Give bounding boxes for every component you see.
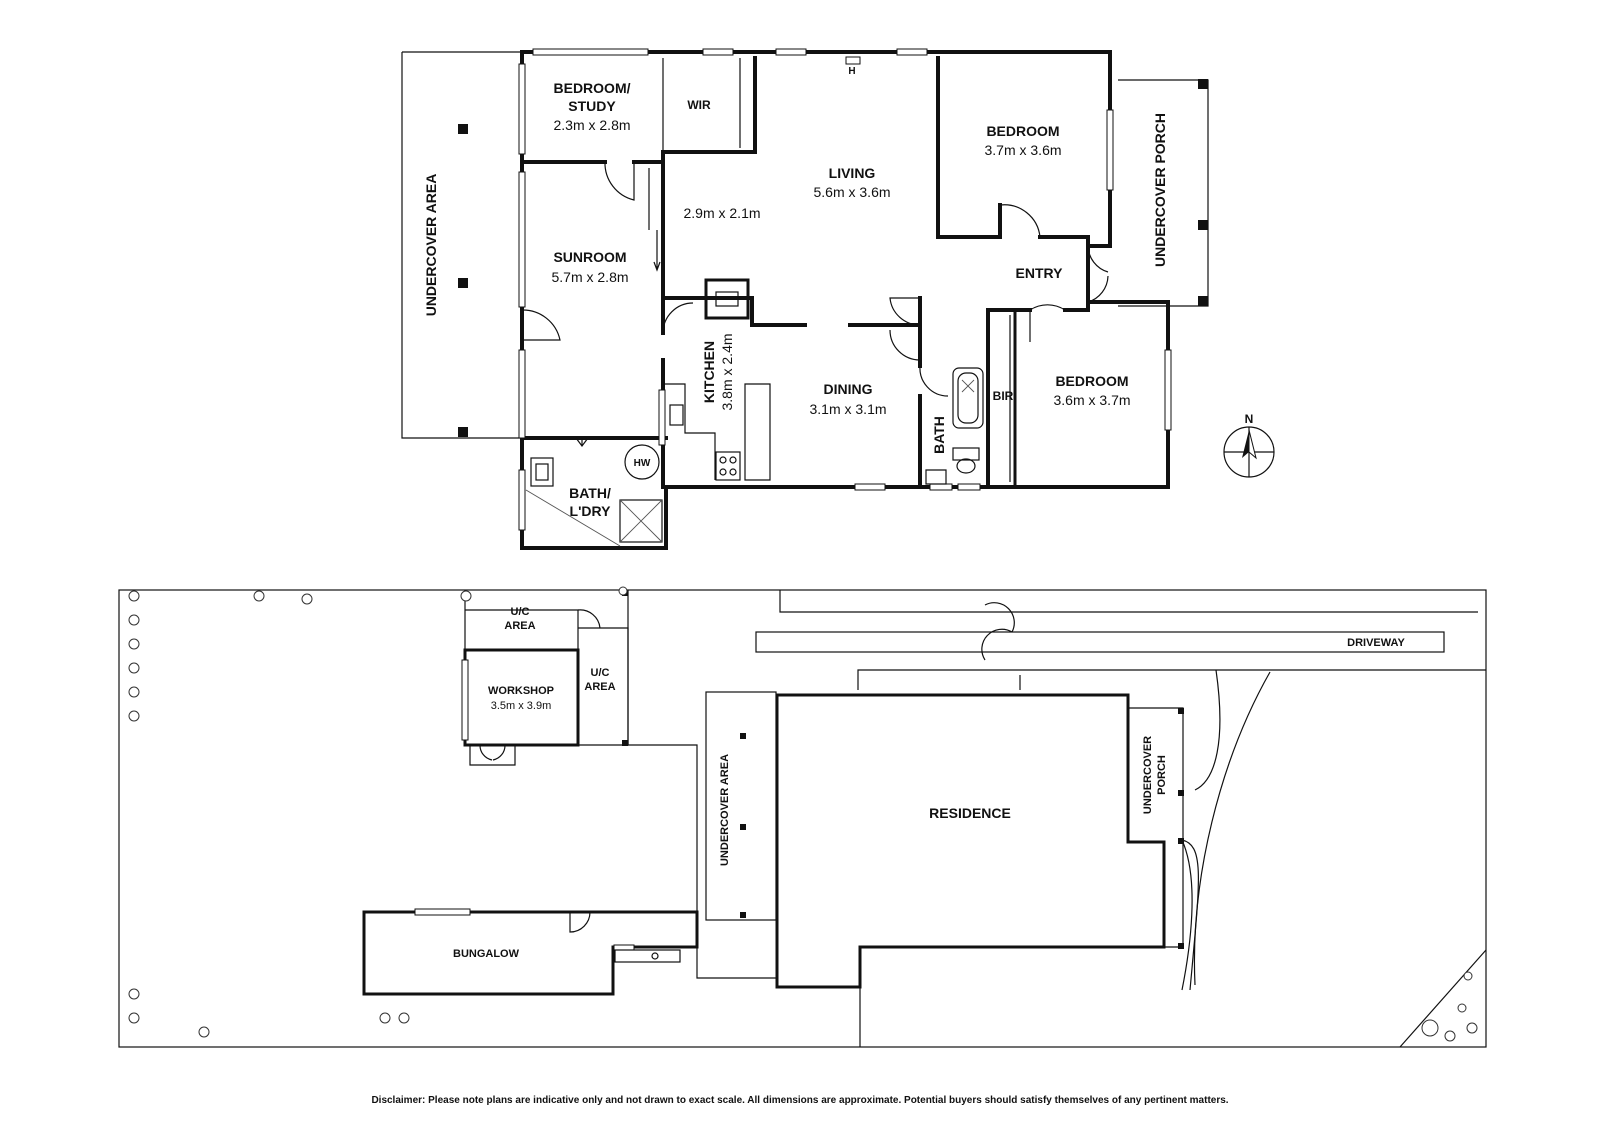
workshop-label: WORKSHOP — [488, 685, 554, 697]
dining-label: DINING — [824, 381, 873, 397]
bath-laundry-label: BATH/ — [569, 485, 611, 501]
bedroom-1-label: BEDROOM — [986, 123, 1059, 139]
sunroom-label: SUNROOM — [553, 249, 626, 265]
uc-area-top-label: U/C — [511, 606, 530, 618]
h-marker-label: H — [848, 66, 855, 77]
bir-label: BIR — [993, 389, 1014, 403]
site-porch-label-2: PORCH — [1156, 755, 1168, 795]
bedroom-2-dims: 3.6m x 3.7m — [1053, 392, 1130, 408]
uc-area-top-label-2: AREA — [504, 620, 535, 632]
site-trees — [128, 586, 1487, 1048]
site-plan — [118, 586, 1487, 1048]
wir-label: WIR — [687, 98, 711, 112]
living-dims: 5.6m x 3.6m — [813, 184, 890, 200]
bedroom-1-dims: 3.7m x 3.6m — [984, 142, 1061, 158]
undercover-area-label: UNDERCOVER AREA — [423, 174, 439, 317]
site-porch-label: UNDERCOVER — [1142, 736, 1154, 814]
workshop-dims: 3.5m x 3.9m — [491, 700, 552, 712]
residence-label: RESIDENCE — [929, 805, 1011, 821]
sunroom-dims: 5.7m x 2.8m — [551, 269, 628, 285]
bath-laundry-label-2: L'DRY — [570, 503, 612, 519]
house-floor-plan — [401, 48, 1275, 550]
site-undercover-area-label: UNDERCOVER AREA — [719, 754, 731, 866]
bedroom-study-dims: 2.3m x 2.8m — [553, 117, 630, 133]
bedroom-study-label: BEDROOM/ — [554, 80, 631, 96]
bedroom-study-label-2: STUDY — [568, 98, 616, 114]
room-labels: UNDERCOVER AREA BEDROOM/ STUDY 2.3m x 2.… — [423, 66, 1405, 960]
passage-dims: 2.9m x 2.1m — [683, 205, 760, 221]
living-label: LIVING — [829, 165, 876, 181]
bungalow-label: BUNGALOW — [453, 948, 520, 960]
disclaimer-text: Disclaimer: Please note plans are indica… — [371, 1095, 1229, 1106]
bedroom-2-label: BEDROOM — [1055, 373, 1128, 389]
hw-label: HW — [634, 458, 651, 469]
dining-dims: 3.1m x 3.1m — [809, 401, 886, 417]
bath-label: BATH — [931, 416, 947, 454]
entry-label: ENTRY — [1016, 265, 1064, 281]
kitchen-label: KITCHEN — [701, 341, 717, 403]
uc-area-side-label-2: AREA — [584, 681, 615, 693]
north-arrow-icon — [1223, 426, 1275, 478]
kitchen-dims: 3.8m x 2.4m — [719, 333, 735, 410]
driveway-label: DRIVEWAY — [1347, 637, 1405, 649]
undercover-porch-label: UNDERCOVER PORCH — [1152, 113, 1168, 267]
north-label: N — [1245, 412, 1254, 426]
uc-area-side-label: U/C — [591, 667, 610, 679]
